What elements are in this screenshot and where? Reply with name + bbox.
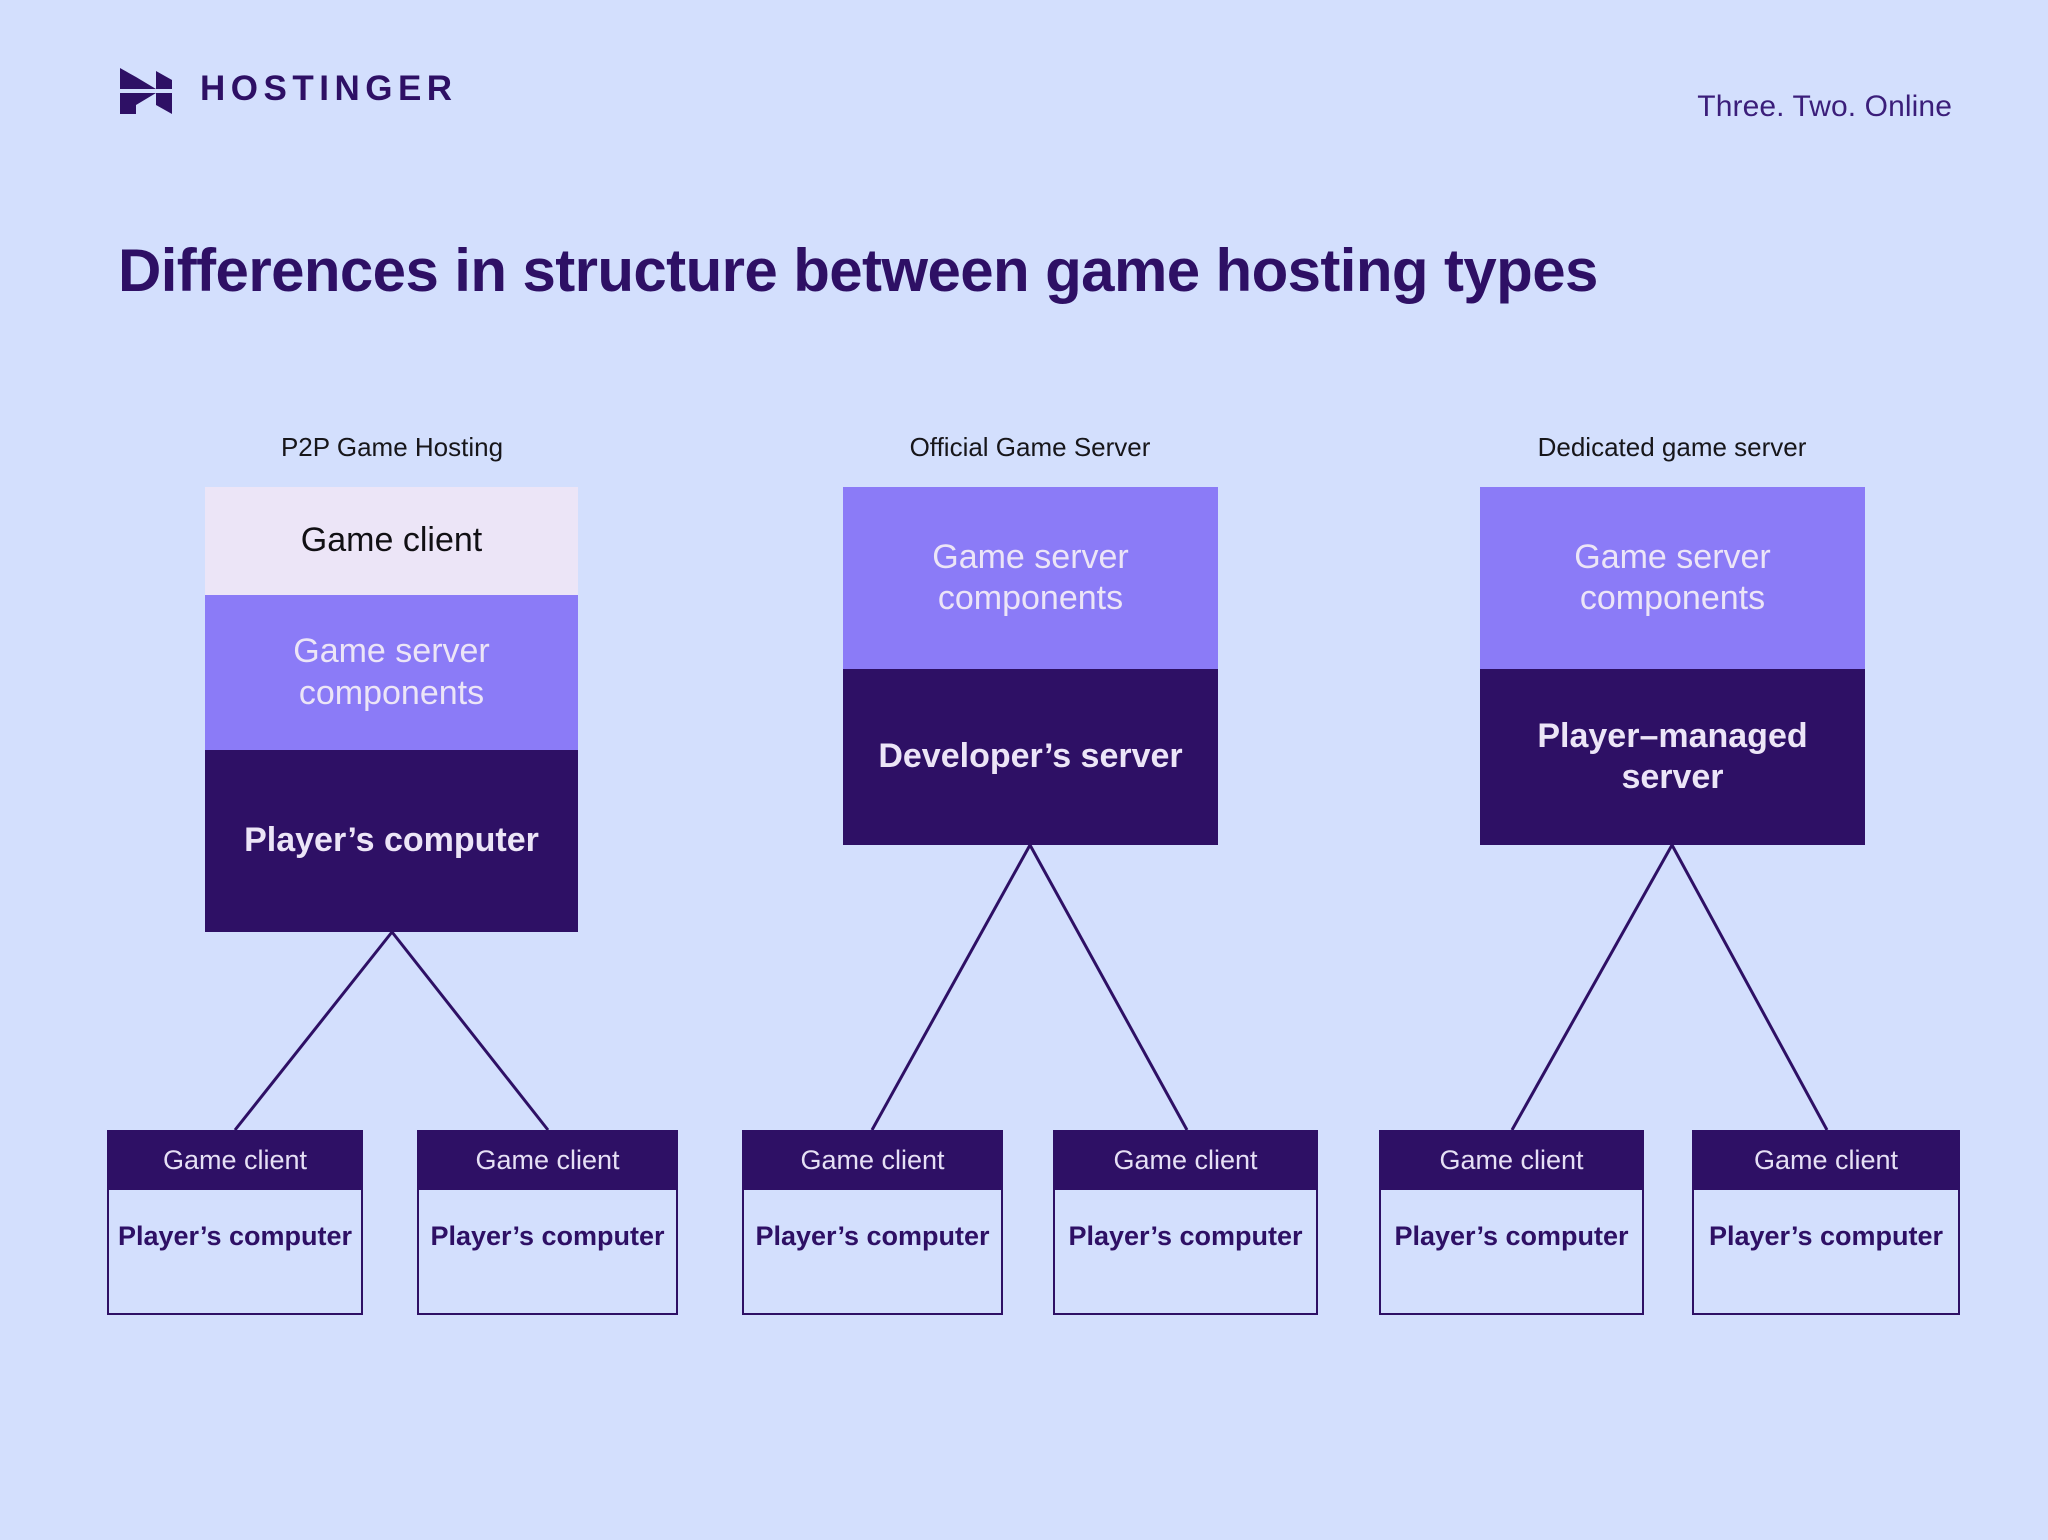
block-p2p-players-computer: Player’s computer — [205, 750, 578, 932]
leaf-p2p-client-2: Game client Player’s computer — [417, 1130, 678, 1315]
block-p2p-game-client: Game client — [205, 487, 578, 595]
connector-c2-left — [870, 844, 1032, 1131]
leaf-header-game-client: Game client — [417, 1130, 678, 1190]
leaf-header-game-client: Game client — [1053, 1130, 1318, 1190]
connector-c2-right — [1028, 844, 1189, 1131]
connector-c3-right — [1670, 844, 1829, 1131]
leaf-body-players-computer: Player’s computer — [1692, 1190, 1960, 1315]
column-label-official: Official Game Server — [909, 432, 1151, 462]
leaf-header-game-client: Game client — [1379, 1130, 1644, 1190]
connector-c3-left — [1510, 844, 1674, 1131]
brand-lockup: HOSTINGER — [120, 62, 458, 114]
leaf-dedicated-client-2: Game client Player’s computer — [1692, 1130, 1960, 1315]
leaf-official-client-1: Game client Player’s computer — [742, 1130, 1003, 1315]
stack-dedicated: Game server components Player–managed se… — [1480, 487, 1865, 845]
leaf-header-game-client: Game client — [107, 1130, 363, 1190]
block-official-developers-server: Developer’s server — [843, 669, 1218, 845]
column-label-p2p: P2P Game Hosting — [280, 432, 504, 462]
block-dedicated-game-server-components: Game server components — [1480, 487, 1865, 669]
leaf-body-players-computer: Player’s computer — [1379, 1190, 1644, 1315]
stack-official: Game server components Developer’s serve… — [843, 487, 1218, 845]
leaf-body-players-computer: Player’s computer — [1053, 1190, 1318, 1315]
page-title: Differences in structure between game ho… — [118, 237, 1598, 305]
block-official-game-server-components: Game server components — [843, 487, 1218, 669]
block-dedicated-player-managed-server: Player–managed server — [1480, 669, 1865, 845]
leaf-body-players-computer: Player’s computer — [107, 1190, 363, 1315]
brand-wordmark: HOSTINGER — [200, 68, 458, 108]
column-label-dedicated: Dedicated game server — [1537, 432, 1807, 462]
leaf-body-players-computer: Player’s computer — [742, 1190, 1003, 1315]
block-p2p-game-server-components: Game server components — [205, 595, 578, 750]
connector-c1-left — [233, 931, 394, 1131]
page-header: HOSTINGER Three. Two. Online — [0, 0, 2048, 170]
hostinger-h-logo-icon — [120, 62, 172, 114]
stack-p2p: Game client Game server components Playe… — [205, 487, 578, 932]
tagline: Three. Two. Online — [1697, 90, 1952, 123]
leaf-header-game-client: Game client — [1692, 1130, 1960, 1190]
leaf-header-game-client: Game client — [742, 1130, 1003, 1190]
leaf-body-players-computer: Player’s computer — [417, 1190, 678, 1315]
leaf-dedicated-client-1: Game client Player’s computer — [1379, 1130, 1644, 1315]
leaf-official-client-2: Game client Player’s computer — [1053, 1130, 1318, 1315]
connector-c1-right — [390, 931, 550, 1131]
leaf-p2p-client-1: Game client Player’s computer — [107, 1130, 363, 1315]
